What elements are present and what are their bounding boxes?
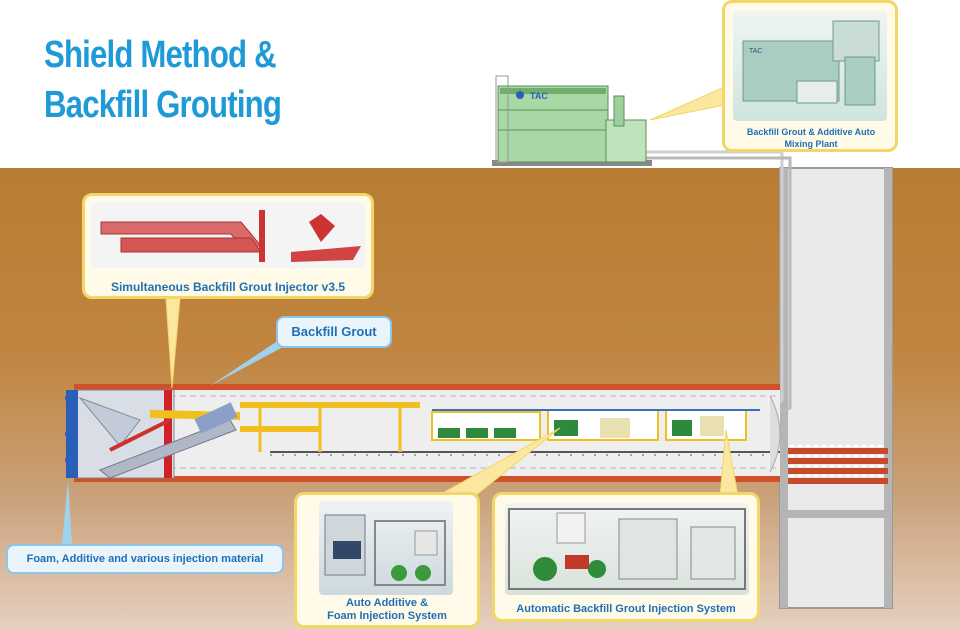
auto-backfill-caption: Automatic Backfill Grout Injection Syste… — [516, 603, 736, 615]
callout-injector: Simultaneous Backfill Grout Injector v3.… — [82, 193, 374, 299]
tunnel-body — [74, 384, 781, 482]
page-title: Shield Method & Backfill Grouting — [44, 30, 282, 130]
backup-gantry — [240, 402, 760, 452]
injector-caption: Simultaneous Backfill Grout Injector v3.… — [110, 280, 346, 294]
shield-machine — [65, 389, 240, 479]
callout-auto-additive: Auto Additive & Foam Injection System — [294, 492, 480, 628]
injector-photo — [91, 202, 365, 268]
auto-additive-photo — [319, 501, 453, 595]
label-leaders — [62, 338, 300, 544]
injector-photo-art — [100, 210, 361, 262]
segment-stack — [788, 445, 888, 484]
mixing-plant-photo-art: TAC — [742, 20, 880, 106]
plant-sign: TAC — [530, 91, 548, 101]
callout-auto-backfill: Automatic Backfill Grout Injection Syste… — [492, 492, 760, 622]
title-line-2: Backfill Grouting — [44, 84, 282, 126]
vertical-shaft — [779, 167, 893, 609]
grout-supply-pipes — [640, 150, 792, 418]
auto-additive-caption: Auto Additive & Foam Injection System — [297, 597, 477, 623]
foam-additive-label: Foam, Additive and various injection mat… — [6, 544, 284, 574]
auto-additive-caption-line-1: Auto Additive & — [345, 597, 429, 609]
auto-backfill-photo-art — [508, 508, 746, 590]
mixing-plant: TAC — [492, 75, 652, 166]
auto-additive-photo-art — [324, 514, 446, 586]
backfill-grout-label: Backfill Grout — [276, 316, 392, 348]
photo-sign: TAC — [749, 48, 762, 55]
mixing-plant-photo: TAC — [733, 11, 887, 121]
auto-backfill-photo — [505, 503, 749, 595]
callout-mixing-plant: TAC Backfill Grout & Additive Auto Mixin… — [722, 0, 898, 152]
auto-additive-caption-line-2: Foam Injection System — [327, 610, 447, 622]
mixing-plant-caption: Backfill Grout & Additive Auto Mixing Pl… — [746, 127, 876, 149]
title-line-1: Shield Method & — [44, 34, 277, 76]
